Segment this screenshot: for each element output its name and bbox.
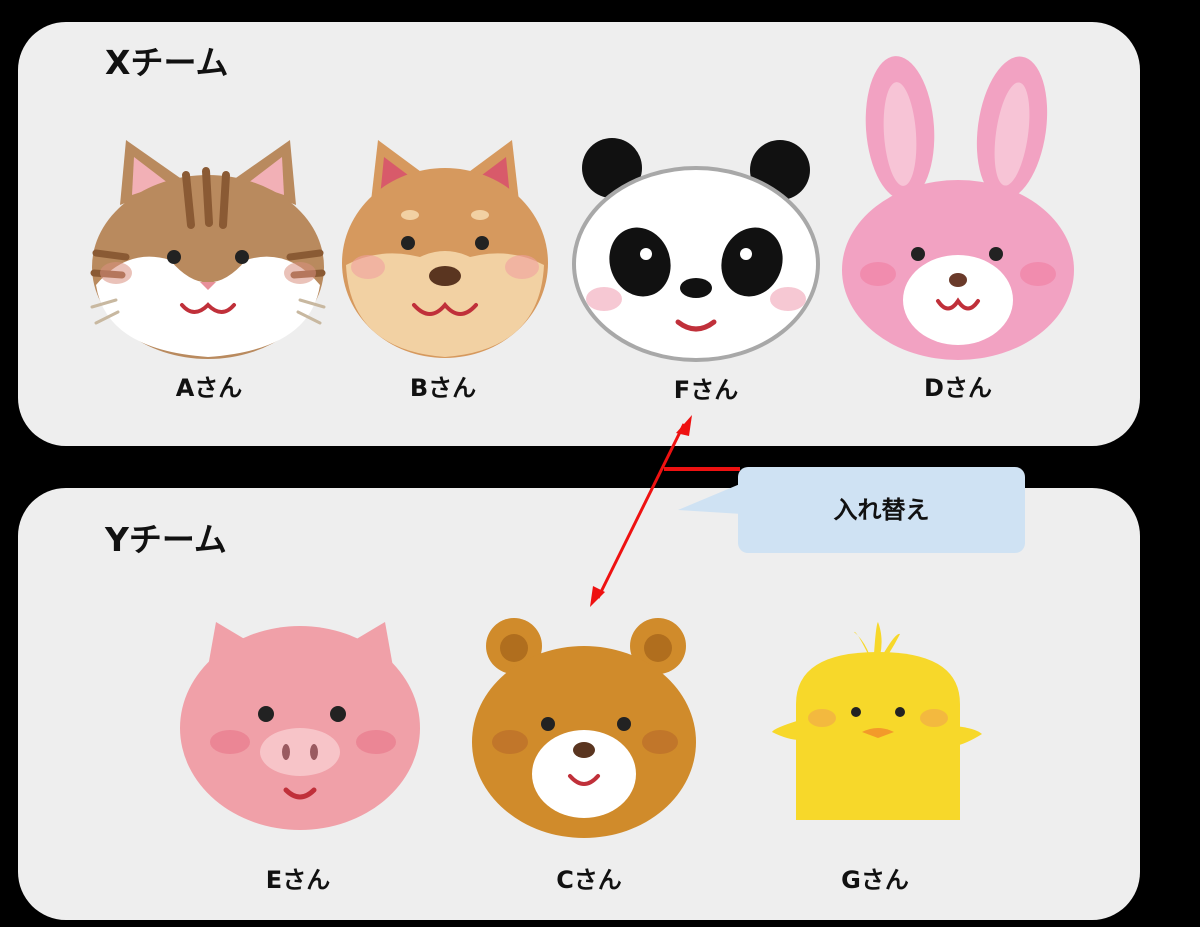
chick-icon [770,620,985,825]
member-name-d: Dさん [924,374,992,402]
member-name-b: Bさん [409,374,477,402]
callout-bubble-tail [678,484,742,514]
swap-arrow-line [596,423,686,599]
member-name-e: Eさん [265,866,331,894]
member-name-c: Cさん [556,866,622,894]
callout-bubble [738,467,1025,553]
member-name-a: Aさん [175,374,243,402]
member-name-g: Gさん [841,866,909,894]
arrowhead-down-icon [590,586,605,607]
team-x-title: Xチーム [105,43,229,82]
cat-icon [88,135,328,360]
panda-icon [568,136,820,362]
shiba-dog-icon [340,135,550,360]
team-y-title: Yチーム [105,520,227,559]
arrowhead-up-icon [676,415,692,436]
pig-icon [178,618,423,833]
rabbit-icon [840,56,1080,363]
member-name-f: Fさん [673,376,739,404]
swap-label: 入れ替え [833,496,930,524]
bear-icon [470,616,700,841]
